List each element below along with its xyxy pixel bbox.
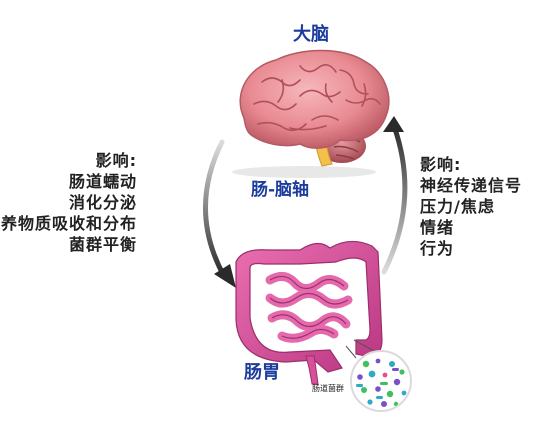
intestine-illustration [235, 240, 383, 385]
left-item: 菌群平衡 [68, 235, 137, 254]
gut-label: 肠胃 [244, 362, 280, 383]
axis-label: 肠-脑轴 [251, 180, 310, 200]
magnifier-connector [345, 339, 377, 359]
arrow-head-down [214, 264, 236, 288]
circular-arrows [203, 116, 408, 288]
left-heading: 影响: [95, 151, 137, 170]
microbiome-label: 肠道菌群 [312, 384, 344, 393]
right-heading: 影响: [420, 155, 462, 174]
right-item: 神经传递信号 [420, 176, 523, 195]
brain-effects-block: 影响: 神经传递信号 压力/焦虑 情绪 行为 [420, 154, 522, 259]
left-item: 营养物质吸收和分布 [0, 214, 137, 233]
right-item: 压力/焦虑 [420, 197, 495, 216]
bacteria-magnifier [350, 350, 412, 412]
brain-label: 大脑 [293, 24, 329, 45]
left-item: 肠道蠕动 [68, 172, 137, 191]
left-item: 消化分泌 [68, 193, 137, 212]
brain-illustration [232, 49, 390, 178]
right-item: 行为 [420, 239, 455, 258]
arrow-head-up [383, 116, 404, 132]
right-item: 情绪 [420, 218, 455, 237]
gut-effects-block: 影响: 肠道蠕动 消化分泌 营养物质吸收和分布 菌群平衡 [0, 150, 137, 255]
